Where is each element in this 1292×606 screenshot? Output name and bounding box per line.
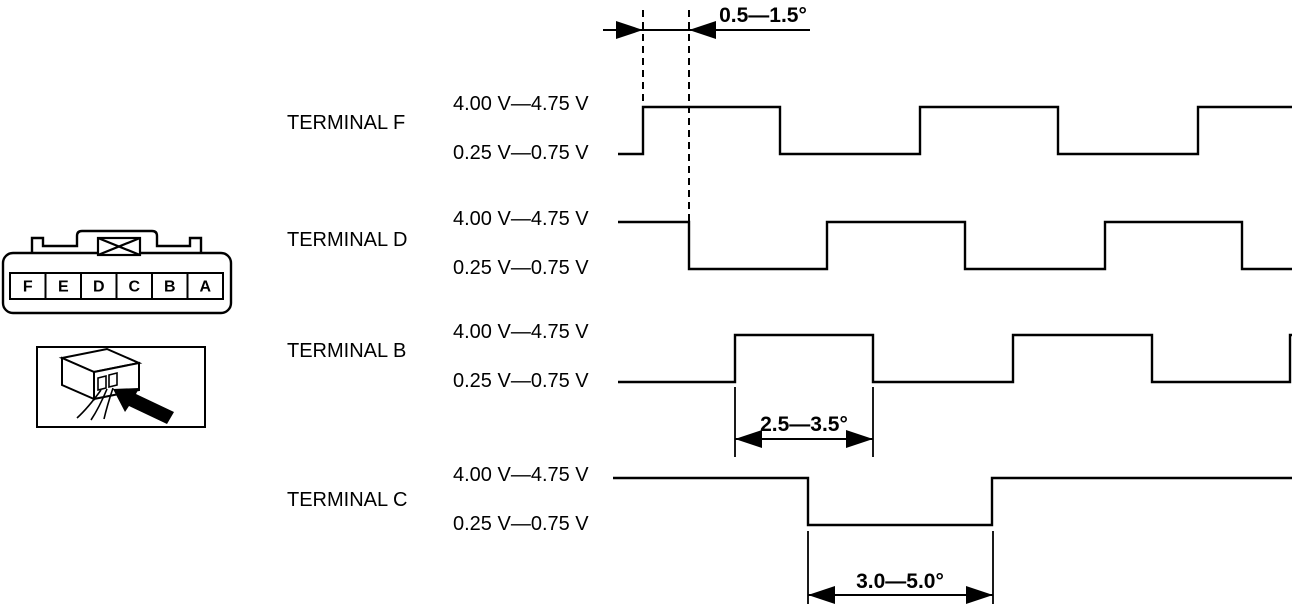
signal-trace-b	[618, 333, 1292, 384]
arrowhead-left-icon	[689, 21, 716, 39]
dimension-c-pulse-width: 3.0—5.0°	[807, 531, 994, 604]
pin-label-a: A	[200, 279, 212, 296]
waveform-row-b: TERMINAL B 4.00 V—4.75 V 0.25 V—0.75 V	[287, 321, 1292, 392]
terminal-label-f: TERMINAL F	[287, 112, 405, 134]
arrowhead-left-icon	[735, 430, 762, 448]
pin-label-c: C	[129, 279, 141, 296]
dimension-label-f-d-offset: 0.5—1.5°	[719, 4, 807, 27]
wire-line	[90, 388, 108, 421]
pin-row: F E D C B A	[9, 272, 224, 300]
waveform-row-f: TERMINAL F 4.00 V—4.75 V 0.25 V—0.75 V	[287, 93, 1292, 164]
terminal-label-d: TERMINAL D	[287, 229, 407, 251]
low-voltage-label-b: 0.25 V—0.75 V	[453, 370, 589, 392]
high-voltage-label-c: 4.00 V—4.75 V	[453, 464, 589, 486]
arrowhead-right-icon	[846, 430, 873, 448]
arrowhead-right-icon	[616, 21, 643, 39]
wire-line	[76, 389, 102, 419]
pin-label-e: E	[58, 279, 69, 296]
terminal-label-c: TERMINAL C	[287, 489, 407, 511]
high-voltage-label-b: 4.00 V—4.75 V	[453, 321, 589, 343]
low-voltage-label-d: 0.25 V—0.75 V	[453, 257, 589, 279]
probe-direction-box	[36, 346, 206, 428]
pin-cell-a	[186, 272, 224, 300]
connector-isometric-icon	[58, 347, 143, 421]
high-voltage-label-d: 4.00 V—4.75 V	[453, 208, 589, 230]
dimension-label-b-pulse-width: 2.5—3.5°	[760, 413, 848, 436]
dimension-b-pulse-width: 2.5—3.5°	[734, 387, 874, 457]
connector-pinout-drawing: F E D C B A	[1, 229, 233, 315]
waveform-row-c: TERMINAL C 4.00 V—4.75 V 0.25 V—0.75 V	[287, 464, 1292, 535]
terminal-label-b: TERMINAL B	[287, 340, 406, 362]
low-voltage-label-c: 0.25 V—0.75 V	[453, 513, 589, 535]
signal-trace-d	[618, 220, 1292, 271]
low-voltage-label-f: 0.25 V—0.75 V	[453, 142, 589, 164]
wire-line	[103, 387, 114, 420]
probe-arrow-icon	[113, 388, 174, 424]
lock-cross-line	[97, 236, 141, 257]
pin-label-b: B	[164, 279, 176, 296]
signal-trace-c	[613, 476, 1292, 527]
connector-latch-profile	[30, 229, 203, 254]
terminal-slot	[97, 374, 107, 392]
dimension-f-d-offset: 0.5—1.5°	[603, 4, 810, 222]
dimension-label-c-pulse-width: 3.0—5.0°	[856, 570, 944, 593]
pin-label-d: D	[93, 279, 105, 296]
waveform-traces-layer: TERMINAL F4.00 V—4.75 V0.25 V—0.75 VTERM…	[287, 93, 1292, 535]
waveform-row-d: TERMINAL D 4.00 V—4.75 V 0.25 V—0.75 V	[287, 208, 1292, 279]
arrowhead-left-icon	[808, 586, 835, 604]
connector-lock-icon	[96, 236, 142, 257]
signal-trace-f	[618, 105, 1292, 156]
high-voltage-label-f: 4.00 V—4.75 V	[453, 93, 589, 115]
arrowhead-right-icon	[966, 586, 993, 604]
dimension-annotations-layer: 0.5—1.5° 2.5—3.5° 3.0—5.0°	[603, 4, 994, 604]
pin-label-f: F	[23, 279, 33, 296]
probe-box-border	[36, 346, 206, 428]
terminal-slot	[108, 371, 118, 389]
